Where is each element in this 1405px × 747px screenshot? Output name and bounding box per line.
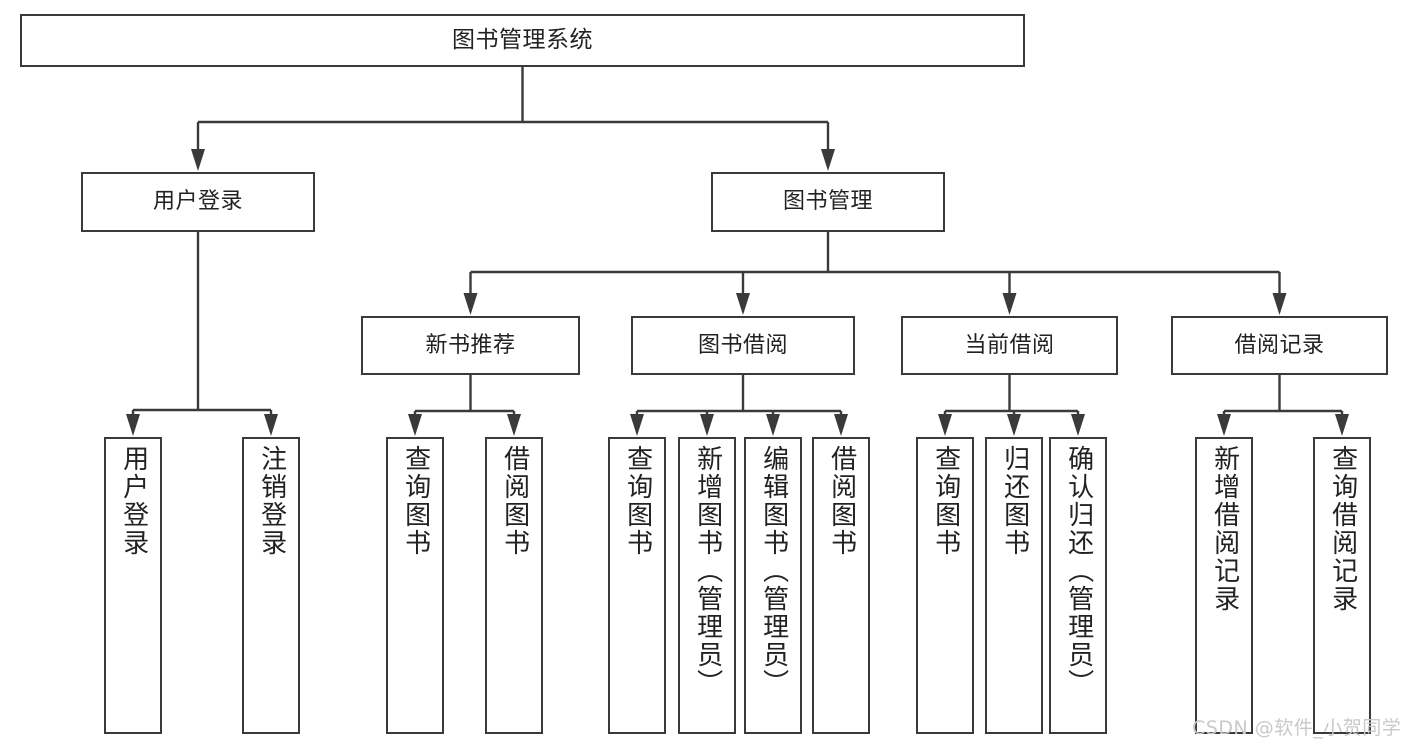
node-leaf-borrow-book-1[interactable]: 借阅图书: [485, 437, 543, 734]
node-leaf-query-book-3[interactable]: 查询图书: [916, 437, 974, 734]
node-leaf-logout-label: 注销登录: [256, 445, 287, 557]
node-book-management-label: 图书管理: [782, 189, 873, 215]
node-new-book-recommend[interactable]: 新书推荐: [361, 316, 580, 375]
node-borrow-record[interactable]: 借阅记录: [1171, 316, 1388, 375]
node-leaf-return-book-label: 归还图书: [999, 445, 1030, 557]
node-leaf-query-book-3-label: 查询图书: [930, 445, 961, 557]
node-leaf-confirm-return[interactable]: 确认归还（管理员）: [1049, 437, 1107, 734]
node-current-borrow[interactable]: 当前借阅: [901, 316, 1118, 375]
node-borrow-record-label: 借阅记录: [1234, 332, 1325, 358]
node-leaf-add-borrow-record[interactable]: 新增借阅记录: [1195, 437, 1253, 734]
node-book-borrow[interactable]: 图书借阅: [631, 316, 855, 375]
node-leaf-query-borrow-record-label: 查询借阅记录: [1327, 445, 1358, 613]
node-book-management[interactable]: 图书管理: [711, 172, 945, 232]
node-leaf-borrow-book-1-label: 借阅图书: [499, 445, 530, 557]
node-root-label: 图书管理系统: [452, 26, 593, 53]
node-leaf-add-book-label: 新增图书（管理员）: [692, 445, 723, 697]
node-leaf-add-book[interactable]: 新增图书（管理员）: [678, 437, 736, 734]
node-leaf-query-book-1-label: 查询图书: [400, 445, 431, 557]
node-leaf-query-book-2[interactable]: 查询图书: [608, 437, 666, 734]
node-leaf-edit-book[interactable]: 编辑图书（管理员）: [744, 437, 802, 734]
node-leaf-user-login[interactable]: 用户登录: [104, 437, 162, 734]
node-leaf-add-borrow-record-label: 新增借阅记录: [1209, 445, 1240, 613]
node-leaf-query-book-2-label: 查询图书: [622, 445, 653, 557]
node-leaf-return-book[interactable]: 归还图书: [985, 437, 1043, 734]
node-leaf-confirm-return-label: 确认归还（管理员）: [1063, 445, 1094, 697]
node-new-book-recommend-label: 新书推荐: [425, 332, 516, 358]
node-leaf-query-borrow-record[interactable]: 查询借阅记录: [1313, 437, 1371, 734]
node-root[interactable]: 图书管理系统: [20, 14, 1025, 67]
node-book-borrow-label: 图书借阅: [697, 332, 788, 358]
node-leaf-query-book-1[interactable]: 查询图书: [386, 437, 444, 734]
node-user-login[interactable]: 用户登录: [81, 172, 315, 232]
node-leaf-edit-book-label: 编辑图书（管理员）: [758, 445, 789, 697]
node-current-borrow-label: 当前借阅: [964, 332, 1055, 358]
watermark: CSDN @软件_小贺同学: [1192, 717, 1402, 739]
node-user-login-label: 用户登录: [152, 189, 243, 215]
node-leaf-borrow-book-2[interactable]: 借阅图书: [812, 437, 870, 734]
node-leaf-borrow-book-2-label: 借阅图书: [826, 445, 857, 557]
node-leaf-logout[interactable]: 注销登录: [242, 437, 300, 734]
node-leaf-user-login-label: 用户登录: [118, 445, 149, 557]
